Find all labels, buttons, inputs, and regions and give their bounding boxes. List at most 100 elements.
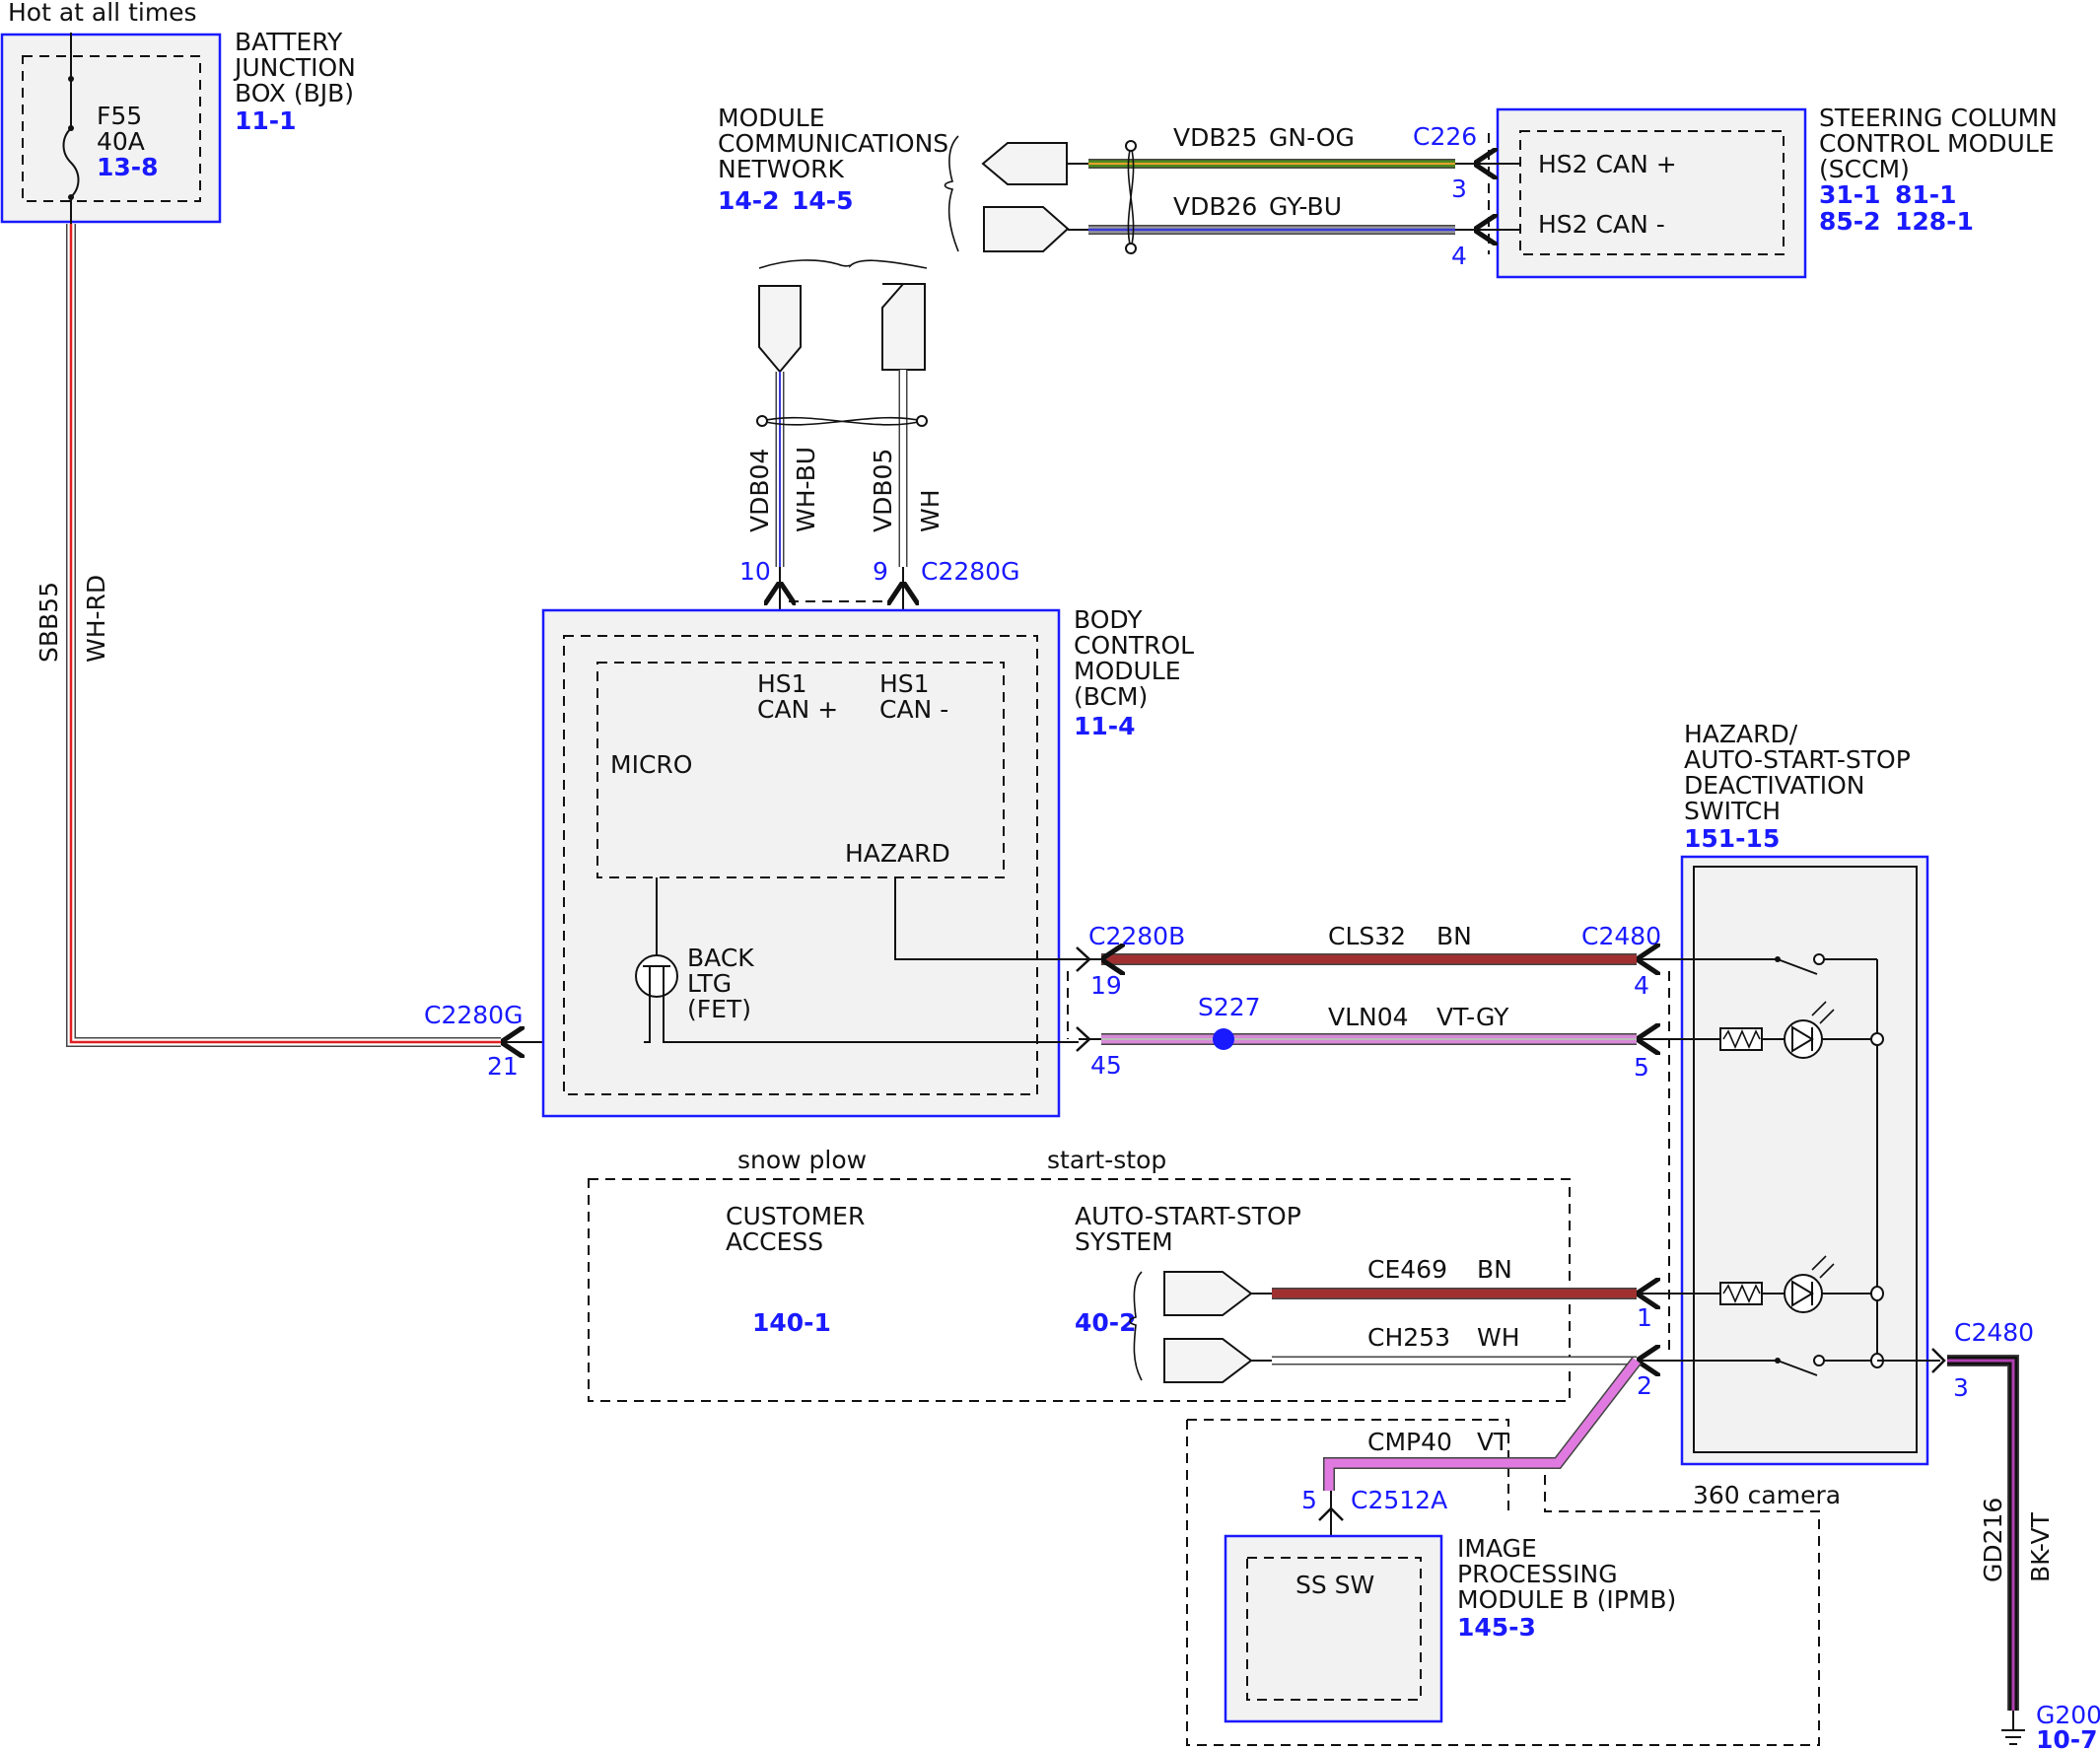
- can-wires-vertical: VDB04 WH-BU VDB05 WH 10 9 C2280G: [739, 259, 1019, 663]
- hs1-can-minus-line-1: HS1: [879, 669, 930, 698]
- network-ref-link-1[interactable]: 14-2: [718, 186, 780, 215]
- customer-access-ref-link[interactable]: 140-1: [752, 1308, 831, 1337]
- connector-c2280g-left: C2280G: [424, 1001, 523, 1029]
- ass-plug-bottom-icon: [1163, 1338, 1253, 1383]
- twisted-pair-vertical-icon: [761, 416, 923, 426]
- connector-c226: C226: [1413, 122, 1477, 151]
- fuse-ref-link[interactable]: 13-8: [97, 153, 159, 181]
- hs1-can-plus-line-2: CAN +: [757, 695, 838, 724]
- connector-c2512a: C2512A: [1351, 1486, 1447, 1514]
- sccm-name-line-2: CONTROL MODULE: [1819, 129, 2055, 158]
- wire-vdb26-color: GY-BU: [1269, 192, 1342, 221]
- switch-name-line-4: SWITCH: [1684, 797, 1781, 825]
- ipmb-name-line-1: IMAGE: [1457, 1534, 1537, 1563]
- can-wires-top: VDB25 GN-OG VDB26 GY-BU 3 4: [1067, 123, 1474, 270]
- fuse-icon: [62, 127, 80, 198]
- wire-vdb26-circuit: VDB26: [1173, 192, 1257, 221]
- network-name-line-2: COMMUNICATIONS: [718, 129, 948, 158]
- switch-name-line-3: DEACTIVATION: [1684, 771, 1865, 800]
- ass-name-line-1: AUTO-START-STOP: [1075, 1202, 1301, 1230]
- ipmb-ref-link[interactable]: 145-3: [1457, 1613, 1536, 1642]
- pin-3-ground: 3: [1953, 1373, 1969, 1402]
- wire-cmp40-circuit: CMP40: [1367, 1428, 1452, 1456]
- hazard-switch-contact-icon: [1777, 958, 1818, 975]
- hazard-label: HAZARD: [845, 839, 950, 868]
- wire-cmp40-color: VT: [1477, 1428, 1509, 1456]
- customer-access-line-1: CUSTOMER: [726, 1202, 865, 1230]
- sccm-ref-link-4[interactable]: 128-1: [1895, 207, 1974, 236]
- switch-ref-link[interactable]: 151-15: [1684, 824, 1780, 853]
- fet-transistor-icon: [635, 954, 678, 998]
- switch-name-line-2: AUTO-START-STOP: [1684, 745, 1911, 774]
- ipmb-name-line-2: PROCESSING: [1457, 1560, 1618, 1588]
- pin-21: 21: [487, 1052, 519, 1081]
- ipmb-pin-ss-sw: SS SW: [1295, 1571, 1374, 1599]
- steering-column-control-module: HS2 CAN + HS2 CAN - STEERING COLUMN CONT…: [1413, 104, 2058, 279]
- bjb-name-line-3: BOX (BJB): [235, 79, 354, 107]
- wire-sbb55: SBB55 WH-RD C2280G 21: [35, 224, 644, 1081]
- hot-at-all-times-label: Hot at all times: [8, 0, 197, 27]
- bjb-name-line-2: JUNCTION: [233, 53, 356, 82]
- ass-plug-top-icon: [1163, 1271, 1253, 1316]
- brace-icon-2: [1129, 1271, 1143, 1381]
- pin-19: 19: [1090, 971, 1122, 1000]
- connector-c2280g-top: C2280G: [921, 557, 1019, 586]
- hs1-can-plus-line-1: HS1: [757, 669, 807, 698]
- network-ref-link-2[interactable]: 14-5: [792, 186, 854, 215]
- ground-point-g200: G200: [2036, 1701, 2100, 1729]
- micro-label: MICRO: [610, 750, 692, 779]
- wire-vdb05-color: WH: [916, 489, 945, 532]
- wire-gd216-color: BK-VT: [2026, 1511, 2055, 1582]
- wire-vln04-color: VT-GY: [1436, 1003, 1509, 1031]
- sccm-ref-link-2[interactable]: 81-1: [1895, 180, 1957, 209]
- image-processing-module-b: 360 camera CMP40 VT 5 C2512A SS SW IMAGE…: [1186, 1357, 1841, 1746]
- hs1-can-minus-line-2: CAN -: [879, 695, 948, 724]
- wire-gd216-circuit: GD216: [1979, 1498, 2007, 1582]
- pin-45: 45: [1090, 1051, 1122, 1080]
- battery-junction-box: Hot at all times F55 40A 13-8 BATTERY JU…: [0, 0, 356, 224]
- pin-4-switch: 4: [1634, 971, 1649, 1000]
- fet-line-3: (FET): [687, 995, 751, 1023]
- customer-access-line-2: ACCESS: [726, 1227, 823, 1256]
- indicator-led-icon-2: [1784, 1274, 1823, 1313]
- sccm-ref-link-1[interactable]: 31-1: [1819, 180, 1881, 209]
- switch-name-line-1: HAZARD/: [1684, 720, 1798, 748]
- splice-s227-icon: [1213, 1028, 1234, 1050]
- snow-plow-label: snow plow: [737, 1146, 867, 1174]
- pin-2: 2: [1637, 1371, 1652, 1400]
- sccm-pin-can-plus: HS2 CAN +: [1538, 150, 1677, 178]
- wire-vdb25-color: GN-OG: [1269, 123, 1355, 152]
- ass-name-line-2: SYSTEM: [1075, 1227, 1173, 1256]
- ass-ref-link[interactable]: 40-2: [1075, 1308, 1137, 1337]
- bcm-ref-link[interactable]: 11-4: [1074, 712, 1136, 740]
- wire-vdb05-circuit: VDB05: [869, 449, 897, 532]
- auto-start-stop-switch-contact-icon: [1777, 1360, 1818, 1376]
- pin-3: 3: [1451, 175, 1467, 203]
- network-plug-top-icon: [981, 142, 1068, 185]
- middle-wires: S227 C2280B C2480 CLS32 BN VLN04 VT-GY 1…: [1067, 922, 1661, 1082]
- connector-c2480-ground: C2480: [1954, 1318, 2034, 1347]
- fet-line-1: BACK: [687, 944, 754, 972]
- fuse-number: F55: [97, 102, 142, 130]
- ground-ref-link[interactable]: 10-7: [2036, 1725, 2098, 1750]
- network-plug-bottom-icon: [983, 206, 1070, 252]
- pin-1: 1: [1637, 1303, 1652, 1332]
- wire-ch253-circuit: CH253: [1367, 1323, 1450, 1352]
- splice-s227: S227: [1198, 993, 1261, 1021]
- ground-symbol-icon: [2001, 1729, 2025, 1745]
- twisted-pair-icon: [1127, 145, 1135, 249]
- pin-10: 10: [739, 557, 771, 586]
- brace-horizontal-icon: [758, 259, 928, 269]
- module-communications-network: MODULE COMMUNICATIONS NETWORK 14-2 14-5: [718, 104, 1070, 252]
- wire-ce469-color: BN: [1477, 1255, 1512, 1284]
- sccm-ref-link-3[interactable]: 85-2: [1819, 207, 1881, 236]
- bjb-ref-link[interactable]: 11-1: [235, 106, 297, 135]
- sccm-name-line-3: (SCCM): [1819, 155, 1910, 183]
- wire-cls32-circuit: CLS32: [1328, 922, 1406, 950]
- hazard-auto-start-stop-switch: HAZARD/ AUTO-START-STOP DEACTIVATION SWI…: [1637, 720, 1946, 1466]
- pin-9: 9: [873, 557, 888, 586]
- indicator-led-icon-1: [1784, 1019, 1823, 1059]
- start-stop-label: start-stop: [1047, 1146, 1166, 1174]
- network-name-line-3: NETWORK: [718, 155, 845, 183]
